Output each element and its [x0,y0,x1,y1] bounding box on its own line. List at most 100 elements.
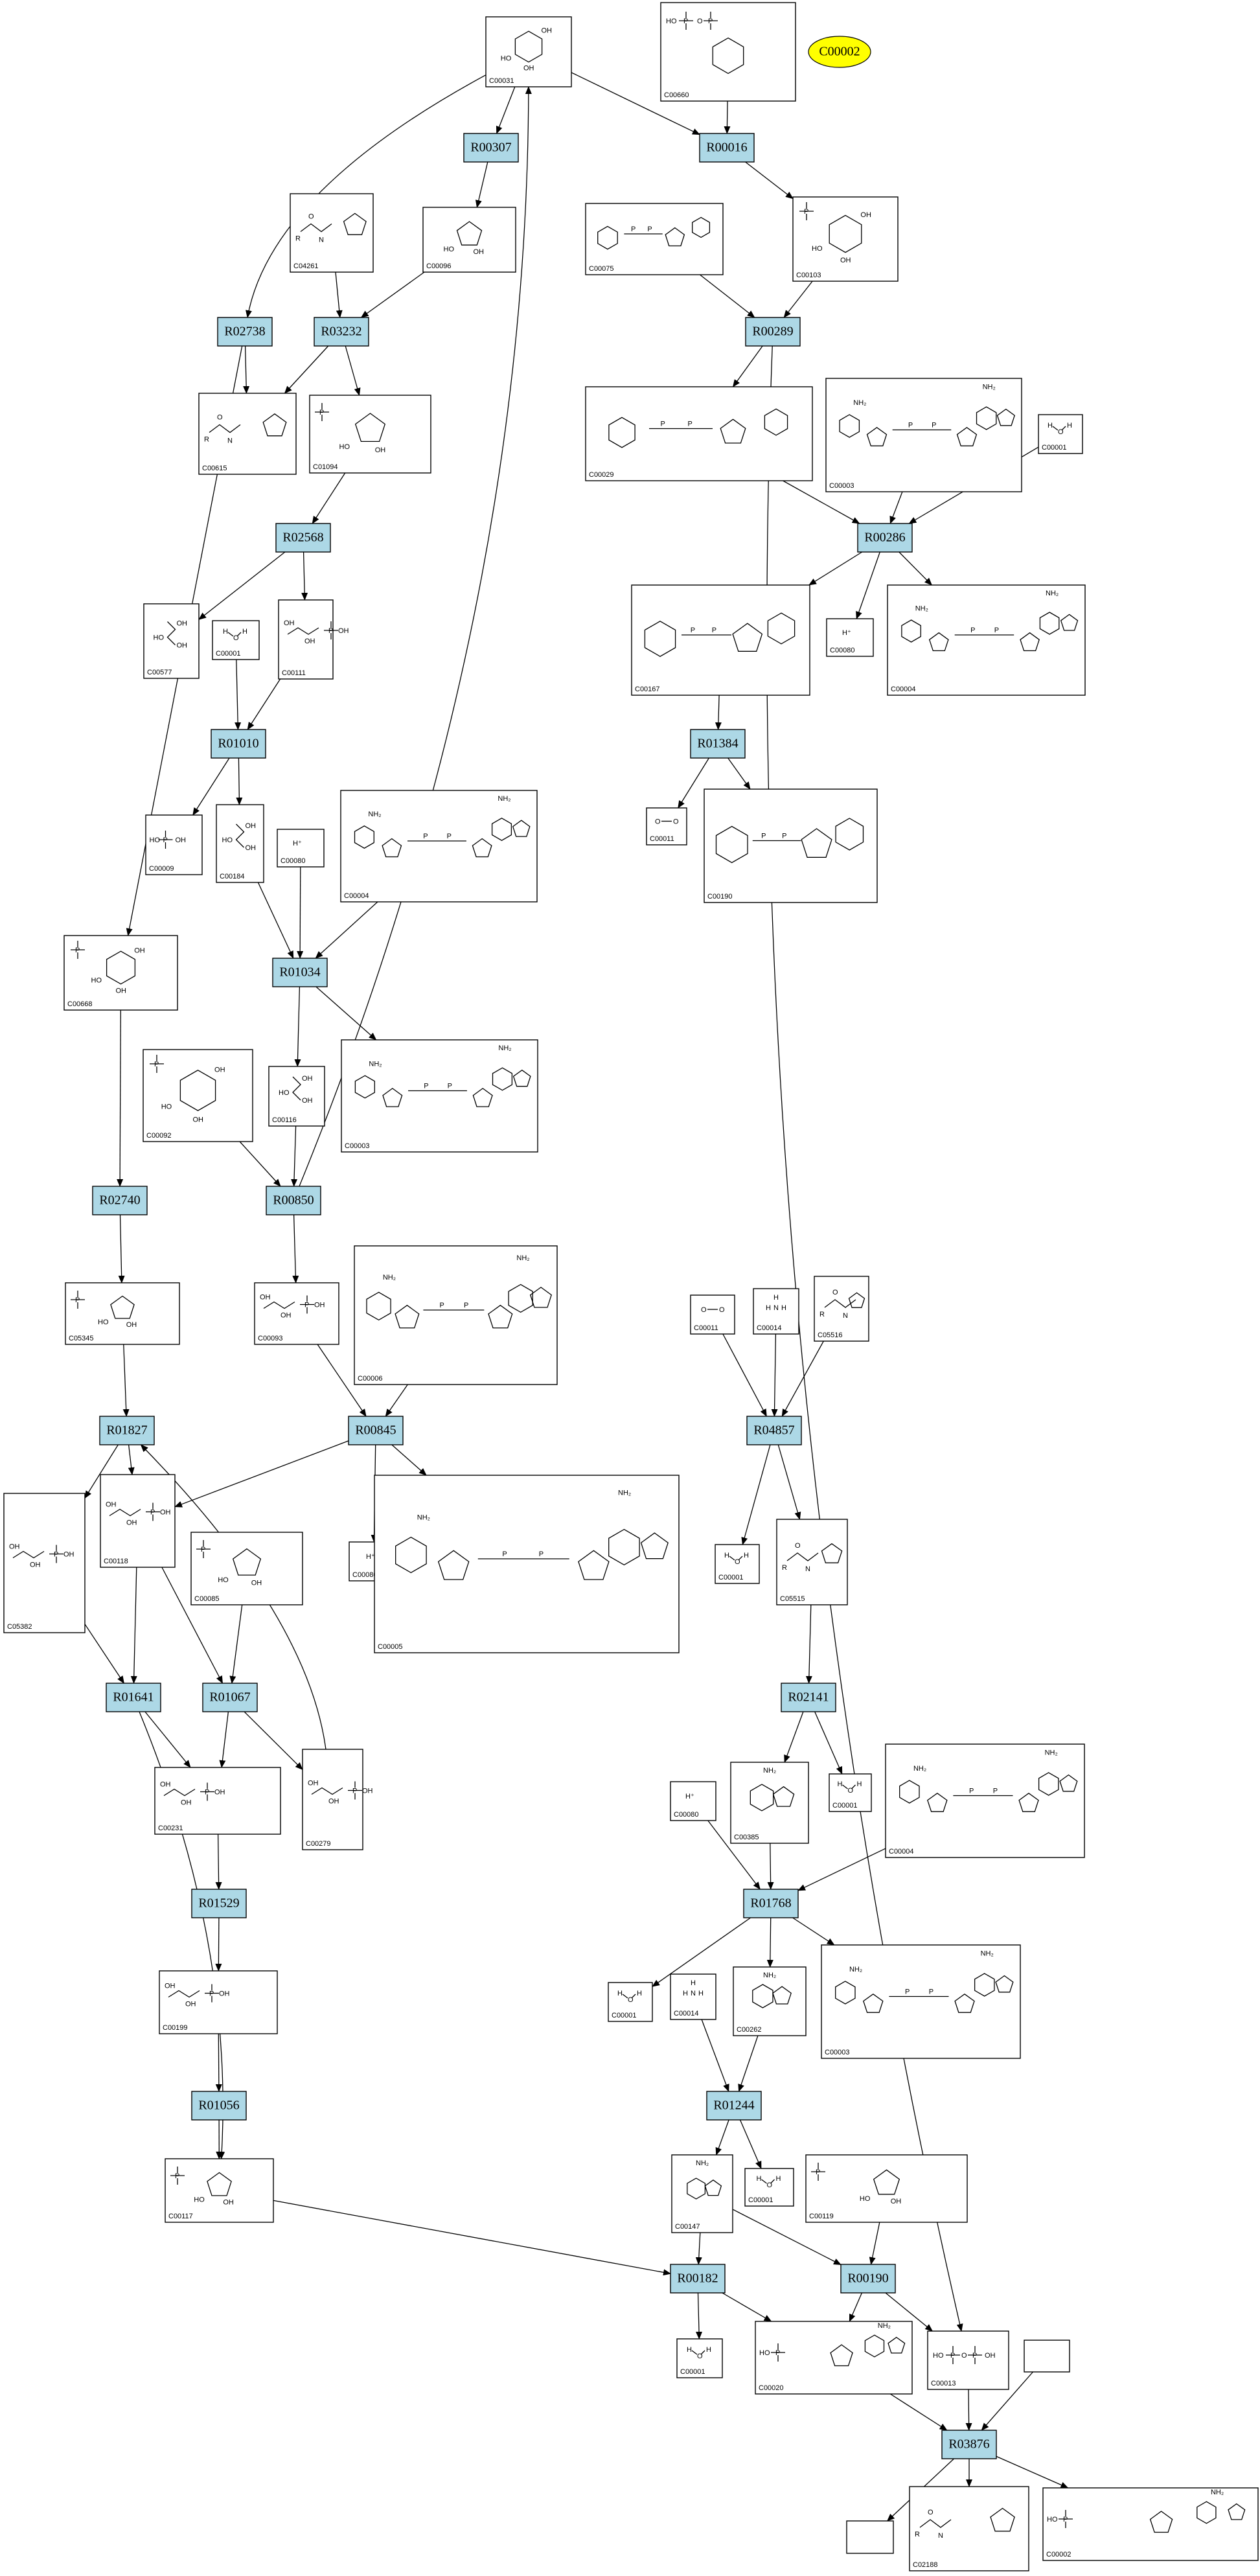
compound-box[interactable] [212,620,260,660]
reaction-box[interactable] [745,317,801,347]
reaction-node[interactable]: R01034 [272,958,328,987]
reaction-box[interactable] [272,958,328,987]
compound-box[interactable] [885,1743,1085,1858]
compound-box[interactable] [755,2321,913,2395]
reaction-box[interactable] [743,1889,799,1918]
reaction-node[interactable]: R00182 [670,2264,726,2294]
reaction-node[interactable]: R03232 [314,317,369,347]
compound-box[interactable] [159,1970,278,2034]
compound-box[interactable] [887,584,1086,696]
reaction-node[interactable]: R01641 [106,1683,161,1712]
compound-box[interactable] [821,1944,1021,2059]
compound-node[interactable]: H⁺C00080 [670,1781,716,1821]
reaction-box[interactable] [348,1416,404,1445]
reaction-box[interactable] [92,1186,148,1215]
compound-box[interactable] [927,2330,1009,2390]
compound-box[interactable] [730,1762,809,1844]
compound-box[interactable] [302,1749,363,1850]
map-link-badge[interactable]: C00002 [808,36,871,68]
compound-box[interactable] [278,599,334,680]
compound-box[interactable] [585,386,813,481]
compound-box[interactable] [100,1474,176,1568]
reaction-node[interactable]: R00289 [745,317,801,347]
reaction-box[interactable] [463,133,519,163]
compound-box[interactable] [154,1767,281,1835]
compound-box[interactable] [422,207,516,273]
reaction-node[interactable]: R01384 [690,729,746,759]
compound-box[interactable] [165,2158,274,2223]
compound-box[interactable] [814,1276,869,1342]
compound-box[interactable] [374,1475,680,1653]
reaction-node[interactable]: R00016 [699,133,755,163]
reaction-box[interactable] [699,133,755,163]
compound-box[interactable] [198,393,297,475]
reaction-node[interactable]: R04857 [746,1416,802,1445]
reaction-node[interactable]: R00307 [463,133,519,163]
reaction-node[interactable]: R01529 [191,1889,247,1918]
compound-box[interactable] [909,2486,1029,2571]
compound-box[interactable] [309,395,431,474]
compound-box[interactable] [290,193,374,273]
compound-box[interactable] [670,1781,716,1821]
compound-box[interactable] [715,1544,760,1584]
reaction-box[interactable] [857,523,913,553]
compound-box[interactable] [608,1982,653,2022]
compound-box[interactable] [340,790,538,903]
compound-box[interactable] [825,378,1022,492]
compound-box[interactable] [733,1966,807,2036]
compound-box[interactable] [1024,2340,1070,2373]
reaction-node[interactable]: R00850 [266,1186,321,1215]
compound-node[interactable] [1024,2340,1070,2373]
reaction-box[interactable] [670,2264,726,2294]
reaction-box[interactable] [941,2430,997,2459]
reaction-box[interactable] [690,729,746,759]
compound-box[interactable] [145,814,203,875]
reaction-box[interactable] [781,1683,836,1712]
reaction-box[interactable] [217,317,273,347]
compound-node[interactable]: H⁺C00080 [277,829,325,868]
reaction-node[interactable]: R00286 [857,523,913,553]
compound-box[interactable] [277,829,325,868]
compound-box[interactable] [676,2338,723,2378]
compound-box[interactable] [744,2168,794,2207]
reaction-box[interactable] [191,2091,247,2121]
reaction-node[interactable]: R03876 [941,2430,997,2459]
reaction-box[interactable] [275,523,331,553]
compound-box[interactable] [190,1532,303,1605]
